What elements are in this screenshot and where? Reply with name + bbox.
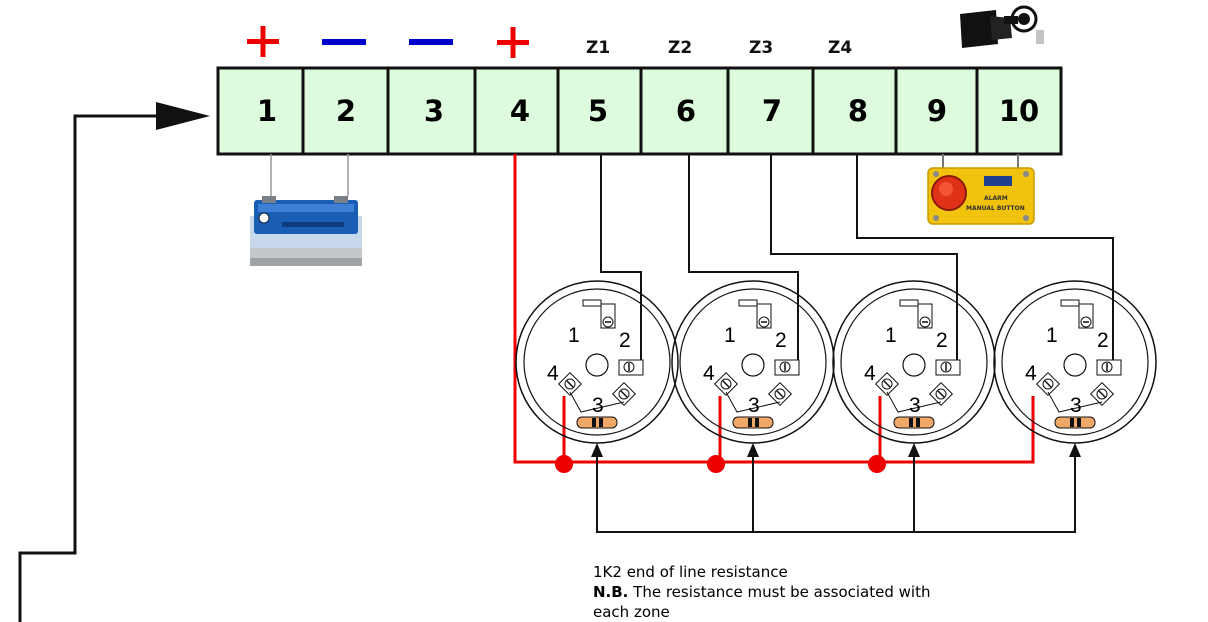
polarity-minus-2	[322, 39, 366, 45]
positive-bus	[513, 154, 1035, 464]
svg-text:1: 1	[885, 324, 897, 347]
note-line-3: each zone	[593, 603, 670, 621]
svg-text:4: 4	[547, 362, 559, 385]
svg-text:1: 1	[724, 324, 736, 347]
zone-wire-z4	[856, 154, 1114, 365]
battery-icon	[250, 154, 362, 266]
svg-text:4: 4	[703, 362, 715, 385]
svg-text:4: 4	[864, 362, 876, 385]
doorbell-press-icon	[960, 5, 1044, 48]
svg-text:1: 1	[568, 324, 580, 347]
zone-wire-z3	[770, 154, 958, 365]
terminal-7-label: 7	[762, 94, 782, 128]
detector-base: 1 2 3 4	[515, 280, 679, 444]
nb-label: N.B.	[593, 583, 629, 601]
terminal-4-label: 4	[510, 94, 530, 128]
polarity-plus-4	[497, 27, 529, 58]
manual-button: ALARM MANUAL BUTTON	[927, 154, 1035, 225]
zone-label-z4: Z4	[828, 38, 852, 58]
polarity-marks	[247, 26, 529, 58]
note-line-2-text: The resistance must be associated with	[633, 583, 931, 601]
eol-return	[591, 443, 1081, 533]
polarity-minus-3	[409, 39, 453, 45]
zone-labels: Z1 Z2 Z3 Z4	[586, 38, 852, 58]
terminal-1-label: 1	[257, 94, 277, 128]
terminal-2-label: 2	[336, 94, 356, 128]
terminal-6-label: 6	[676, 94, 696, 128]
zone-label-z1: Z1	[586, 38, 610, 58]
terminal-8-label: 8	[848, 94, 868, 128]
svg-text:4: 4	[1025, 362, 1037, 385]
detector-base: 1 2 3 4	[993, 280, 1157, 444]
svg-text:3: 3	[748, 394, 760, 417]
terminal-10-label: 10	[999, 94, 1039, 128]
terminal-3-label: 3	[424, 94, 444, 128]
svg-text:2: 2	[619, 329, 631, 352]
junction-dots	[555, 455, 886, 473]
eol-note: 1K2 end of line resistance N.B. The resi…	[593, 562, 1113, 622]
svg-text:3: 3	[909, 394, 921, 417]
svg-text:2: 2	[936, 329, 948, 352]
svg-text:1: 1	[1046, 324, 1058, 347]
zone-wire-z2	[688, 154, 799, 365]
note-line-1: 1K2 end of line resistance	[593, 563, 788, 581]
svg-text:3: 3	[592, 394, 604, 417]
input-arrow	[18, 102, 210, 622]
detector-base: 1 2 3 4	[832, 280, 996, 444]
polarity-plus-1	[247, 26, 279, 57]
zone-wires	[600, 154, 1114, 365]
manual-button-label-2: MANUAL BUTTON	[966, 205, 1025, 212]
terminal-strip: 1 2 3 4 5 6 7 8 9 10	[216, 66, 1063, 156]
terminal-9-label: 9	[927, 94, 947, 128]
terminal-5-label: 5	[588, 94, 608, 128]
note-line-2: N.B. The resistance must be associated w…	[593, 582, 1113, 602]
zone-label-z2: Z2	[668, 38, 692, 58]
zone-label-z3: Z3	[749, 38, 773, 58]
svg-text:3: 3	[1070, 394, 1082, 417]
detector-base: 1 2 3 4	[671, 280, 835, 444]
zone-wire-z1	[600, 154, 642, 365]
svg-text:2: 2	[775, 329, 787, 352]
svg-text:2: 2	[1097, 329, 1109, 352]
manual-button-label-1: ALARM	[984, 195, 1008, 202]
